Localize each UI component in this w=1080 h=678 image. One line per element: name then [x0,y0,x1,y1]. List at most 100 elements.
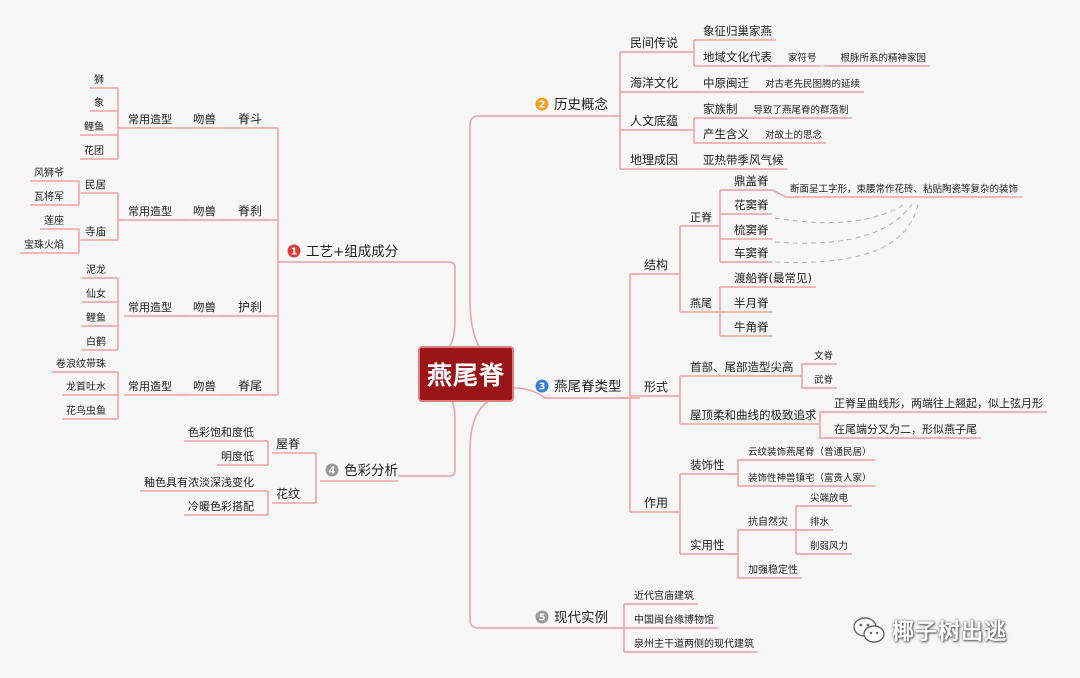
function-item[interactable]: 云纹装饰燕尾脊（普通民居） [748,446,872,458]
craft-2-item[interactable]: 鲤鱼 [86,311,106,324]
history-group[interactable]: 海洋文化 [630,75,678,90]
craft-0-name[interactable]: 脊斗 [238,112,262,126]
craft-1-item[interactable]: 宝珠火焰 [24,238,64,251]
history-sub[interactable]: 家符号 [788,52,817,64]
dashed-arrow [774,203,913,244]
craft-0-style[interactable]: 常用造型 [128,112,172,126]
branch-5-title[interactable]: 现代实例 [554,610,608,626]
craft-3-item[interactable]: 卷浪纹带珠 [56,357,106,370]
colour-item[interactable]: 色彩饱和度低 [188,425,254,439]
craft-2-name[interactable]: 护刹 [238,300,262,314]
history-sub[interactable]: 导致了燕尾脊的群落制 [753,104,848,116]
disaster-item[interactable]: 尖端放电 [810,492,849,504]
dashed-arrow [774,203,919,264]
craft-1-beast[interactable]: 吻兽 [193,204,216,218]
colour-item[interactable]: 釉色具有浓淡深浅变化 [144,475,254,489]
modern-example[interactable]: 泉州主干道两侧的现代建筑 [634,637,754,650]
craft-2-item[interactable]: 仙女 [86,287,106,300]
modern-example[interactable]: 中国闽台缘博物馆 [634,613,714,626]
branch-number-badge [535,379,549,393]
craft-0-item[interactable]: 鲤鱼 [84,120,104,133]
history-sub[interactable]: 根脉所系的精神家园 [840,52,926,64]
craft-1-group[interactable]: 寺庙 [85,225,106,238]
function-subgroup[interactable]: 抗自然灾 [748,515,788,528]
branch-number: 3 [539,382,546,393]
connector-lines [20,39,1047,653]
disaster-item[interactable]: 排水 [810,516,830,528]
craft-0-beast[interactable]: 吻兽 [193,112,216,126]
function-group[interactable]: 实用性 [690,538,725,552]
watermark: 椰子树出逃 [852,612,1007,648]
branch-4-title[interactable]: 色彩分析 [344,462,398,479]
colour-item[interactable]: 冷暖色彩搭配 [188,499,254,513]
history-item[interactable]: 象征归巢家燕 [703,24,772,38]
history-item[interactable]: 亚热带季风气候 [703,153,784,167]
craft-3-item[interactable]: 花鸟虫鱼 [66,404,106,417]
colour-group[interactable]: 花纹 [276,486,300,501]
tail-type[interactable]: 半月脊 [734,296,769,310]
craft-2-beast[interactable]: 吻兽 [193,300,216,314]
type-group[interactable]: 结构 [644,257,668,272]
form-group[interactable]: 屋顶柔和曲线的极致追求 [690,408,817,422]
craft-3-item[interactable]: 龙首吐水 [66,380,106,393]
wechat-icon [853,617,885,643]
type-group[interactable]: 作用 [644,496,668,510]
ridge-type[interactable]: 花窦脊 [734,198,769,212]
form-group[interactable]: 首部、尾部造型尖高 [690,360,794,374]
history-group[interactable]: 人文底蕴 [630,113,678,128]
connector [469,115,612,367]
modern-example[interactable]: 近代宫庙建筑 [634,589,694,602]
function-item[interactable]: 装饰性神兽镇宅（富贵人家） [748,472,872,484]
craft-2-item[interactable]: 泥龙 [86,263,106,276]
craft-2-style[interactable]: 常用造型 [128,300,172,314]
history-sub[interactable]: 对故土的思念 [765,129,823,141]
ridge-note[interactable]: 断面呈工字形，束腰常作花砖、粘贴陶瓷等复杂的装饰 [790,183,1018,195]
disaster-item[interactable]: 削弱风力 [810,540,848,552]
craft-1-group[interactable]: 民居 [85,179,106,191]
form-item[interactable]: 文脊 [814,350,834,362]
branch-number: 5 [539,613,546,624]
structure-ridge[interactable]: 正脊 [690,210,712,224]
watermark-text: 椰子树出逃 [892,620,1008,645]
craft-3-name[interactable]: 脊尾 [238,379,262,393]
branch-2-title[interactable]: 历史概念 [554,96,608,113]
type-group[interactable]: 形式 [644,380,668,394]
craft-0-item[interactable]: 狮 [94,73,104,86]
history-item[interactable]: 地域文化代表 [703,50,772,64]
branch-1-title[interactable]: 工艺+组成成分 [306,244,398,260]
form-item[interactable]: 正脊呈曲线形，两端往上翘起，似上弦月形 [834,396,1043,410]
structure-tail[interactable]: 燕尾 [690,297,712,310]
branch-3-title[interactable]: 燕尾脊类型 [554,379,622,395]
history-item[interactable]: 产生含义 [703,127,749,141]
tail-type[interactable]: 渡船脊(最常见) [734,271,812,285]
connector [469,393,612,629]
root-topic[interactable]: 燕尾脊 [418,346,514,402]
function-group[interactable]: 装饰性 [690,458,725,472]
ridge-type[interactable]: 鼎盖脊 [734,174,769,188]
colour-item[interactable]: 明度低 [221,449,254,463]
history-item[interactable]: 家族制 [703,102,738,116]
branch-number-badge [535,610,549,624]
form-item[interactable]: 在尾端分叉为二，形似燕子尾 [834,423,977,436]
function-subgroup[interactable]: 加强稳定性 [748,563,798,576]
craft-3-beast[interactable]: 吻兽 [193,379,216,393]
history-item[interactable]: 中原闽迁 [703,76,749,90]
history-sub[interactable]: 对古老先民图腾的延续 [765,78,861,90]
craft-0-item[interactable]: 象 [94,97,104,109]
craft-1-item[interactable]: 风狮爷 [34,166,64,179]
craft-1-name[interactable]: 脊刹 [238,204,262,218]
colour-group[interactable]: 屋脊 [276,437,300,451]
craft-2-item[interactable]: 白鹤 [86,335,106,348]
tail-type[interactable]: 牛角脊 [734,320,769,334]
ridge-type[interactable]: 梳窦脊 [734,223,769,237]
craft-3-style[interactable]: 常用造型 [128,379,172,393]
history-group[interactable]: 地理成因 [630,153,678,167]
ridge-type[interactable]: 车窦脊 [734,246,769,260]
history-group[interactable]: 民间传说 [630,35,678,50]
craft-1-item[interactable]: 莲座 [44,214,64,227]
craft-0-item[interactable]: 花团 [84,144,104,157]
craft-1-item[interactable]: 瓦将军 [34,191,64,203]
craft-1-style[interactable]: 常用造型 [128,204,172,218]
form-item[interactable]: 武脊 [814,374,834,386]
